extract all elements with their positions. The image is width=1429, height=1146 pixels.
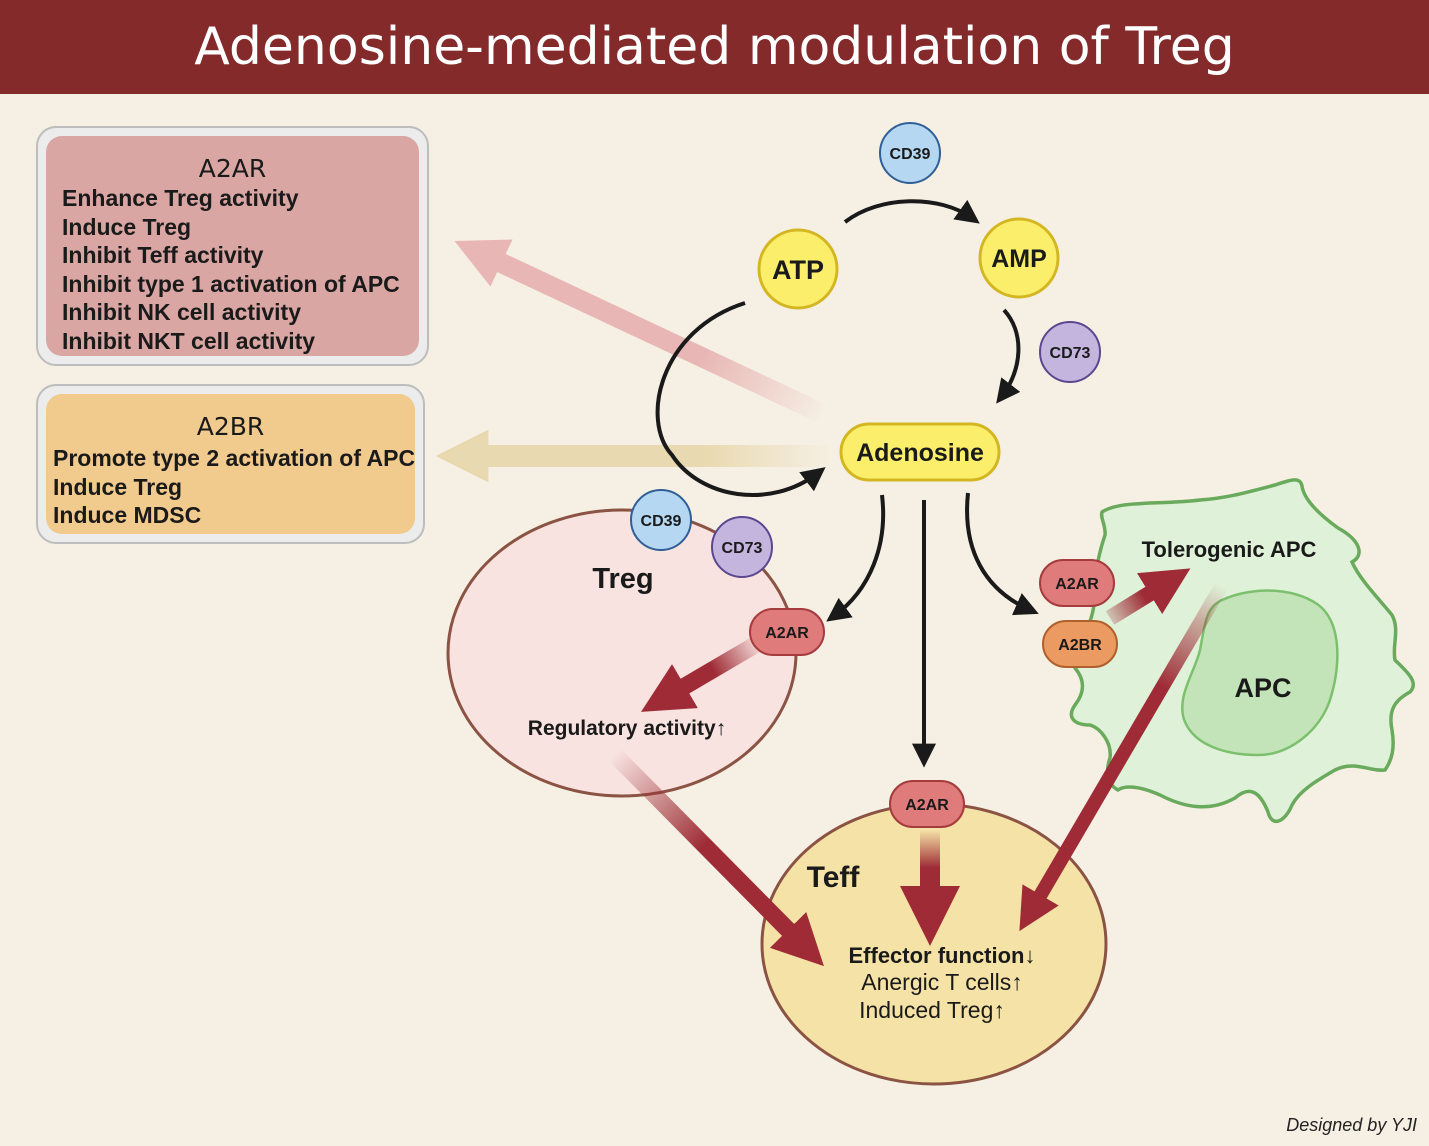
amp-label: AMP: [991, 245, 1047, 273]
a2ar-effects-list: Enhance Treg activity Induce Treg Inhibi…: [62, 184, 400, 356]
atp-label: ATP: [772, 255, 824, 285]
a2ar-effects-box: A2AR Enhance Treg activity Induce Treg I…: [36, 126, 429, 366]
teff-effect-effector-function: Effector function↓: [849, 943, 1036, 968]
cd39-top-label: CD39: [890, 146, 931, 163]
treg-cd39-label: CD39: [641, 513, 682, 530]
apc-nucleus-label: APC: [1234, 673, 1291, 703]
apc-a2br-receptor: [1042, 620, 1118, 668]
designer-credit: Designed by YJI: [1286, 1115, 1417, 1135]
cd73-top-label: CD73: [1050, 345, 1091, 362]
treg-cd73-label: CD73: [722, 540, 763, 557]
a2ar-effect-item: Inhibit NK cell activity: [62, 299, 301, 326]
a2ar-effect-item: Inhibit Teff activity: [62, 242, 264, 269]
amp-molecule: [978, 217, 1060, 299]
a2ar-effect-item: Inhibit type 1 activation of APC: [62, 270, 400, 297]
adenosine-to-apc-arrow: [965, 492, 1039, 616]
a2br-effects-list: Promote type 2 activation of APC Induce …: [53, 444, 415, 530]
a2ar-effect-item: Induce Treg: [62, 213, 192, 240]
treg-regulatory-activity: Regulatory activity↑: [528, 717, 726, 740]
a2ar-effect-item: Inhibit NKT cell activity: [62, 327, 316, 354]
adenosine-label: Adenosine: [856, 439, 984, 467]
teff-effect-induced-treg: Induced Treg↑: [859, 997, 1005, 1023]
treg-cell-label: Treg: [592, 563, 653, 595]
apc-to-teff-arrow: [1019, 581, 1229, 932]
a2ar-effects-panel: A2AR Enhance Treg activity Induce Treg I…: [46, 136, 419, 356]
treg-cd39-enzyme: [630, 489, 692, 551]
apc-receptor-arrow: [1105, 568, 1191, 625]
apc-a2ar-label: A2AR: [1055, 576, 1099, 593]
cd39-enzyme-top: [879, 122, 941, 184]
a2br-effects-panel: A2BR Promote type 2 activation of APC In…: [46, 394, 415, 534]
a2br-effect-item: Induce Treg: [53, 473, 183, 500]
cd73-enzyme-top: [1039, 321, 1101, 383]
teff-a2ar-receptor: [889, 780, 965, 828]
treg-a2ar-receptor: [749, 608, 825, 656]
amp-to-adenosine-arrow: [996, 308, 1021, 404]
a2br-effect-item: Promote type 2 activation of APC: [53, 445, 416, 471]
apc-a2ar-receptor: [1039, 559, 1115, 607]
atp-molecule: [757, 228, 839, 310]
atp-to-amp-arrow: [843, 199, 980, 224]
adenosine-to-treg-arrow: [826, 494, 886, 622]
a2ar-pathway-arrow: [454, 239, 830, 425]
teff-cell-label: Teff: [807, 861, 861, 894]
a2br-box-heading: A2BR: [196, 412, 265, 441]
tolerogenic-apc-label: Tolerogenic APC: [1142, 537, 1317, 562]
a2ar-effect-item: Enhance Treg activity: [62, 185, 299, 211]
teff-effect-anergic-t-cells: Anergic T cells↑: [861, 969, 1023, 995]
treg-to-teff-arrow: [608, 749, 824, 967]
adenosine-molecule: [839, 422, 1001, 482]
page-title: Adenosine-mediated modulation of Treg: [0, 0, 1429, 94]
teff-a2ar-label: A2AR: [905, 797, 949, 814]
a2br-effects-box: A2BR Promote type 2 activation of APC In…: [36, 384, 425, 544]
a2ar-box-heading: A2AR: [198, 154, 267, 183]
regulatory-activity-arrow: [641, 634, 765, 712]
a2br-effect-item: Induce MDSC: [53, 502, 202, 529]
cycle-return-arrow: [655, 301, 826, 497]
apc-nucleus: [1180, 589, 1339, 757]
treg-cd73-enzyme: [711, 516, 773, 578]
treg-a2ar-label: A2AR: [765, 625, 809, 642]
apc-a2br-label: A2BR: [1058, 637, 1102, 654]
